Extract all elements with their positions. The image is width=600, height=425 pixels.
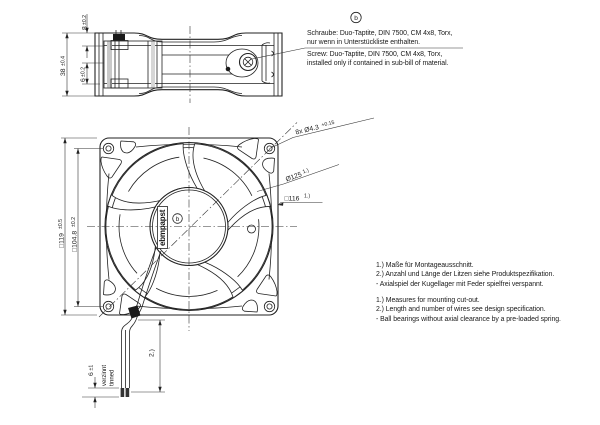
marker-b-circle [172,213,183,224]
dim-mid-offset-tol: ±0.2 [81,67,87,77]
label-mounting-holes-tol: +0.15 [321,120,335,129]
screw-boss [225,42,274,84]
dim-mid-offset-value: 6 [80,78,87,82]
note-screw-line3: Screw: Duo-Taptite, DIN 7500, CM 4x8, To… [307,50,443,58]
note-en-line1: 1.) Measures for mounting cut-out. [376,297,480,304]
brand-logo: ebmpapst [158,209,167,246]
dim-hole-spacing-tol: ±0.2 [71,217,77,227]
screw-note-leader: b [251,11,463,60]
note-screw-line2: nur wenn in Unterstückliste enthalten. [307,39,421,47]
balance-hole [247,224,256,234]
label-tinned-en: tinned [110,370,116,386]
tinned-end [125,388,130,397]
label-cutout-square: □116 1.) [277,194,323,206]
dim-hole-spacing-value: □104.8 [72,231,79,252]
label-cutout-circle-value: Ø125 [285,171,303,183]
dim-top-offset-value: 8 [82,26,89,30]
dim-frame-size-value: □119 [59,233,66,248]
wire-terminal [113,34,125,41]
note-screw-line4: installed only if contained in sub-bill … [307,59,449,67]
dim-tinned-value: 6 [88,372,95,376]
dim-wire-length-ref: 2.) [149,349,156,357]
label-mounting-holes: 8x Ø4.3 +0.15 [269,117,375,149]
marker-b: b [176,216,180,223]
dim-hole-spacing: □104.8 ±0.2 [71,148,103,307]
note-en-line2: 2.) Length and number of wires see desig… [376,306,546,314]
label-cutout-square-value: □116 [285,196,300,203]
note-de-line2: 2.) Anzahl und Länge der Litzen siehe Pr… [376,271,555,279]
brand-plate [157,206,168,249]
dim-tinned-length: 6 ±1 verzinnt tinned [82,365,119,408]
note-de-line3: - Axialspiel der Kugellager mit Feder sp… [376,280,544,288]
label-tinned-de: verzinnt [102,365,108,386]
dim-top-offset-tol: ±0.2 [82,15,88,25]
note-marker-b: b [354,15,358,22]
dim-frame-size-tol: ±0.5 [58,219,64,229]
screw-head-icon [244,58,252,66]
dim-tinned-tol: ±1 [89,365,95,371]
label-mounting-holes-value: 8x Ø4.3 [295,124,320,136]
corner-pockets [100,140,137,179]
dim-depth-tol: ±0.4 [61,56,67,66]
diag-centerline [98,122,298,318]
side-view [94,26,283,103]
dim-mid-offset: 6 ±0.2 [80,62,104,85]
note-screw-en: Screw: Duo-Taptite, DIN 7500, CM 4x8, To… [307,50,448,69]
motor-section [103,30,163,89]
wire-clamp [128,305,141,319]
dim-depth: 38 ±0.4 [60,32,95,97]
dim-wire-length: 2.) [131,319,165,393]
note-screw-de: Schraube: Duo-Taptite, DIN 7500, CM 4x8,… [307,29,452,48]
note-de-line1: 1.) Maße für Montageausschnitt. [376,262,474,269]
notes-english: 1.) Measures for mounting cut-out. 2.) L… [376,296,561,324]
tinned-end [120,388,125,397]
lead-wires [120,247,162,397]
note-screw-line1: Schraube: Duo-Taptite, DIN 7500, CM 4x8,… [307,30,453,37]
notes-german: 1.) Maße für Montageausschnitt. 2.) Anza… [376,261,554,289]
mounting-holes [102,142,276,313]
front-view: ebmpapst b [87,122,298,397]
label-cutout-square-ref: 1.) [304,194,310,200]
note-marker-circle [350,11,362,24]
dim-frame-size: □119 ±0.5 [58,137,97,316]
note-en-line3: - Ball bearings without axial clearance … [376,315,561,323]
label-cutout-circle-ref: 1.) [302,168,310,176]
dim-top-offset: 8 ±0.2 [82,14,104,58]
dim-depth-value: 38 [60,68,67,76]
